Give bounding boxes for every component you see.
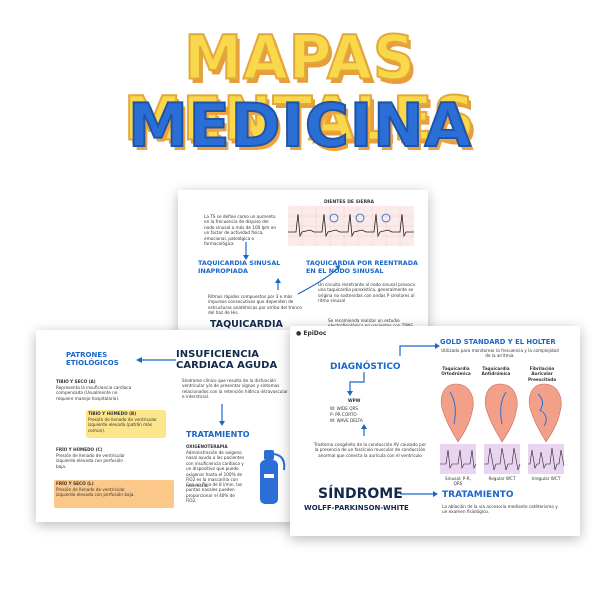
title-tratamiento-ica: TRATAMIENTO bbox=[186, 430, 250, 439]
ica-text: Síndrome clínico que resulta de la disfu… bbox=[182, 378, 288, 400]
title-reentrada: TAQUICARDIA POR REENTRADA EN EL NODO SIN… bbox=[306, 259, 418, 275]
heart-label-2: Taquicardia Antidrómica bbox=[481, 366, 511, 377]
item-tibio-seco: TIBIO Y SECO (A) Representa la insuficie… bbox=[54, 378, 134, 406]
card-wpw: ● EpiDoc DIAGNÓSTICO WPW W: WIDE QRS P: … bbox=[290, 326, 580, 536]
heart-icon-3 bbox=[529, 383, 562, 443]
oxigeno-head: OXIGENOTERAPIA bbox=[186, 444, 228, 449]
estudio-text: Se recomienda realizar un estudio electr… bbox=[328, 318, 413, 328]
card-insuficiencia-cardiaca: PATRONES ETIOLÓGICOS INSUFICIENCIA CARDI… bbox=[36, 330, 296, 522]
tratamiento-arrow bbox=[219, 404, 225, 426]
brand-epidoc: ● EpiDoc bbox=[296, 330, 327, 337]
subtitle-wpw: WOLFF-PARKINSON-WHITE bbox=[304, 504, 409, 512]
item-frio-seco: FRÍO Y SECO (L) Presión de llenado de ve… bbox=[54, 480, 174, 508]
item-frio-humedo: FRÍO Y HÚMEDO (C) Presión de llenado de … bbox=[54, 446, 134, 474]
oxigeno-text: Administración de oxígeno nasal ayuda a … bbox=[186, 450, 245, 488]
flujo-text: Con un flujo de 8 l/min, las puntas nasa… bbox=[186, 482, 243, 504]
heart-diagrams bbox=[441, 383, 562, 443]
oxygen-tank-icon bbox=[260, 450, 286, 504]
title-patrones: PATRONES ETIOLÓGICOS bbox=[66, 351, 119, 367]
wpw-item-p: P: PR CORTO bbox=[330, 412, 357, 417]
brand-icon: ● bbox=[296, 330, 302, 337]
title-ica: INSUFICIENCIA CARDIACA AGUDA bbox=[176, 349, 278, 371]
wpw-head: WPW bbox=[348, 398, 361, 403]
reentrada-text: Un circuito reentrante al nodo sinusal p… bbox=[318, 282, 415, 304]
item-tibio-humedo: TIBIO Y HÚMEDO (B) Presión de llenado de… bbox=[86, 410, 166, 438]
ecg-label-1: Sinusal: P-R, QRS bbox=[445, 476, 471, 487]
intro-text: La TS se define como un aumento en la fr… bbox=[204, 214, 277, 247]
heart-label-3: Fibrilación Auricular Preexcitada bbox=[527, 366, 557, 382]
heart-icon-1 bbox=[441, 383, 474, 443]
wpw-item-w2: W: WAVE DELTA bbox=[330, 418, 363, 423]
sindrome-text: Trastorno congénito de la conducción AV … bbox=[313, 442, 427, 458]
gold-text: Utilizado para monitorear la frecuencia … bbox=[441, 348, 559, 359]
ecg-strip bbox=[288, 206, 414, 246]
title-gold-standard: GOLD STANDARD Y EL HOLTER bbox=[440, 338, 556, 346]
connector-arrows bbox=[243, 242, 340, 295]
title-tratamiento-wpw: TRATAMIENTO bbox=[442, 490, 514, 500]
tratamiento-text: La ablación de la vía accesoria mediante… bbox=[442, 504, 558, 515]
dientes-label: DIENTES DE SIERRA bbox=[324, 200, 374, 205]
title-inapropiada: TAQUICARDIA SINUSAL INAPROPIADA bbox=[198, 259, 281, 275]
headline-mapas-mentales: MAPAS MENTALES bbox=[123, 21, 477, 155]
ecg-traces bbox=[440, 444, 565, 474]
card-taquicardia-supraventricular: La TS se define como un aumento en la fr… bbox=[178, 190, 428, 350]
heart-label-1: Taquicardia Ortodrómica bbox=[441, 366, 471, 377]
wpw-connectors bbox=[347, 343, 440, 497]
headline-medicina: MEDICINA bbox=[127, 91, 472, 161]
inapropiada-text: Ritmos rápidos compuestos por 3 o más im… bbox=[208, 294, 302, 316]
ecg-label-2: Regular WCT bbox=[488, 476, 516, 481]
ecg-label-3: Irregular WCT bbox=[531, 476, 561, 481]
patrones-arrow bbox=[136, 357, 176, 363]
wpw-item-w: W: WIDE QRS bbox=[330, 406, 359, 411]
heart-icon-2 bbox=[485, 383, 518, 443]
title-sindrome: SÍNDROME bbox=[318, 486, 403, 502]
title-diagnostico: DIAGNÓSTICO bbox=[330, 362, 401, 372]
